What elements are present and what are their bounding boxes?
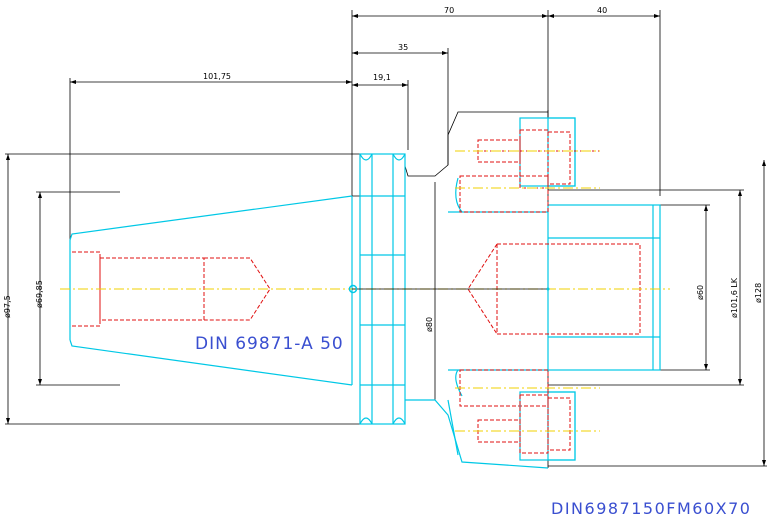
dim-101-75: 101,75 [203,72,231,81]
dim-dia-80: ø80 [425,317,434,332]
dim-dia-128: ø128 [754,283,763,303]
center-marker [348,284,358,294]
dim-dia-69-85: ø69,85 [35,280,44,308]
tool-outline [69,117,661,469]
dim-19-1: 19,1 [373,73,391,82]
part-number-label: DIN6987150FM60X70 [551,499,751,518]
dimension-arrows [6,14,766,466]
dim-40: 40 [597,6,607,15]
standard-label: DIN 69871-A 50 [195,334,344,354]
dim-70: 70 [444,6,454,15]
dim-35: 35 [398,43,408,52]
dim-dia-60: ø60 [696,285,705,300]
centerlines [60,150,670,432]
dim-dia-101-6-lk: ø101,6 LK [730,277,739,318]
dim-dia-97-5: ø97,5 [3,295,12,318]
center-marker-right [546,287,550,291]
